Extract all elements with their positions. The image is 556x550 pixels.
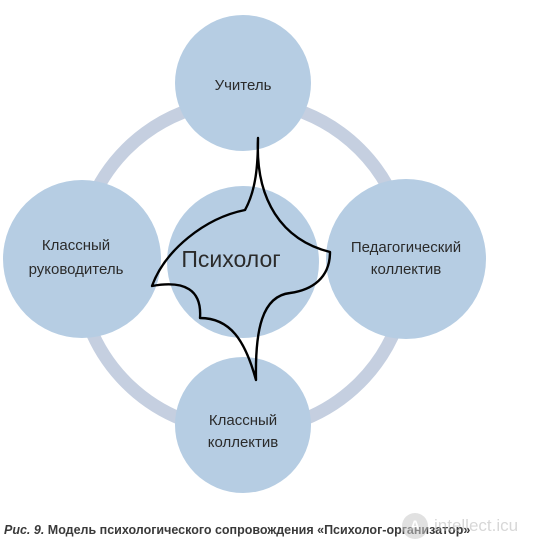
- node-label-class-teacher-line1: Классный: [42, 237, 110, 254]
- figure-caption: Рис. 9. Модель психологического сопровож…: [4, 523, 470, 537]
- figure-number: Рис. 9.: [4, 523, 45, 537]
- node-label-pedagogical-staff-line1: Педагогический: [351, 239, 461, 256]
- node-label-pedagogical-staff-line2: коллектив: [371, 261, 442, 278]
- node-label-class-collective-line2: коллектив: [208, 434, 279, 451]
- watermark: intellect.icu: [402, 506, 552, 546]
- node-class-teacher-circle: [3, 180, 161, 338]
- node-class-collective-circle: [175, 357, 311, 493]
- node-teacher-circle: [175, 15, 311, 151]
- node-pedagogical-staff-circle: [326, 179, 486, 339]
- watermark-text: intellect.icu: [434, 516, 519, 535]
- center-label-psychologist: Психолог: [181, 246, 280, 272]
- node-label-class-collective-line1: Классный: [209, 412, 277, 429]
- node-label-class-teacher-line2: руководитель: [29, 261, 124, 278]
- psychologist-model-diagram: Психолог Учитель Классный руководитель П…: [3, 15, 486, 493]
- watermark-logo-icon: [402, 513, 428, 539]
- node-label-teacher: Учитель: [215, 77, 272, 94]
- figure-caption-text: Модель психологического сопровождения «П…: [47, 523, 471, 537]
- star-outline: [150, 136, 332, 382]
